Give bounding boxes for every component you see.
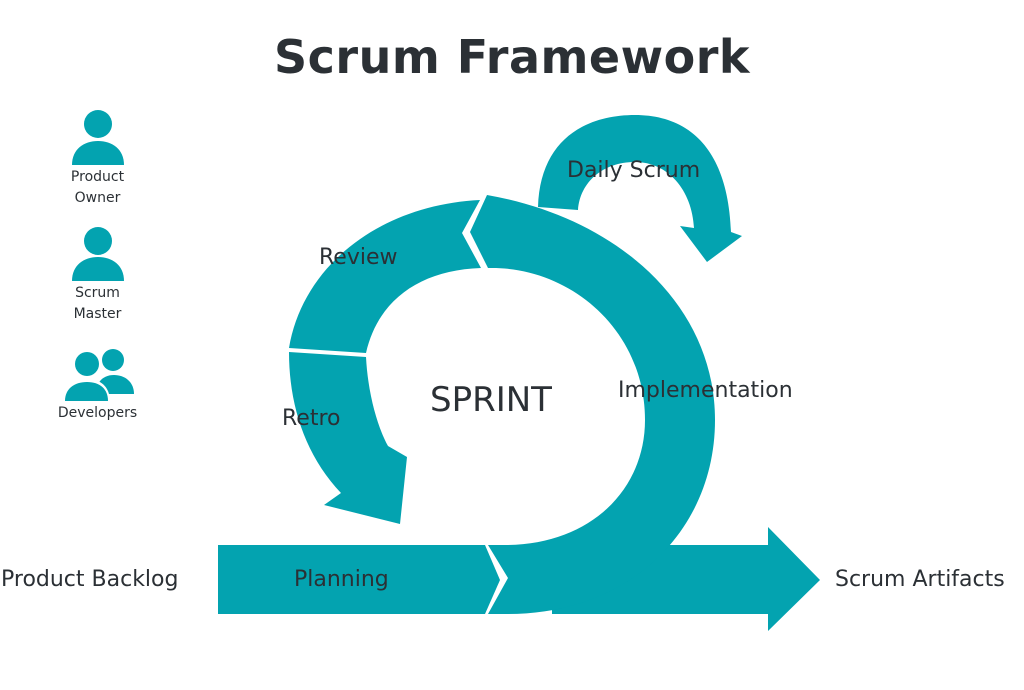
role-label: Product Owner bbox=[70, 169, 125, 206]
planning-label: Planning bbox=[294, 567, 389, 592]
scrum-artifacts-label: Scrum Artifacts bbox=[835, 567, 1005, 592]
role-developers: Developers bbox=[40, 347, 155, 424]
role-label: Scrum Master bbox=[73, 285, 122, 322]
role-scrum-master: Scrum Master bbox=[40, 223, 155, 325]
daily-scrum-label: Daily Scrum bbox=[567, 158, 701, 183]
role-product-owner: Product Owner bbox=[40, 105, 155, 209]
daily-scrum-arrow bbox=[538, 115, 742, 262]
person-icon bbox=[71, 227, 124, 281]
product-backlog-label: Product Backlog bbox=[1, 567, 179, 592]
implementation-arc bbox=[470, 195, 715, 615]
sprint-label: SPRINT bbox=[430, 380, 552, 420]
person-icon bbox=[71, 110, 124, 165]
people-icon bbox=[61, 349, 134, 402]
role-label: Developers bbox=[57, 405, 138, 421]
planning-arrow bbox=[218, 545, 500, 614]
page-title: Scrum Framework bbox=[274, 30, 750, 84]
retro-label: Retro bbox=[282, 406, 341, 431]
implementation-label: Implementation bbox=[618, 378, 793, 403]
review-label: Review bbox=[319, 245, 398, 270]
retro-arrow bbox=[289, 352, 407, 524]
review-arc bbox=[289, 200, 481, 353]
